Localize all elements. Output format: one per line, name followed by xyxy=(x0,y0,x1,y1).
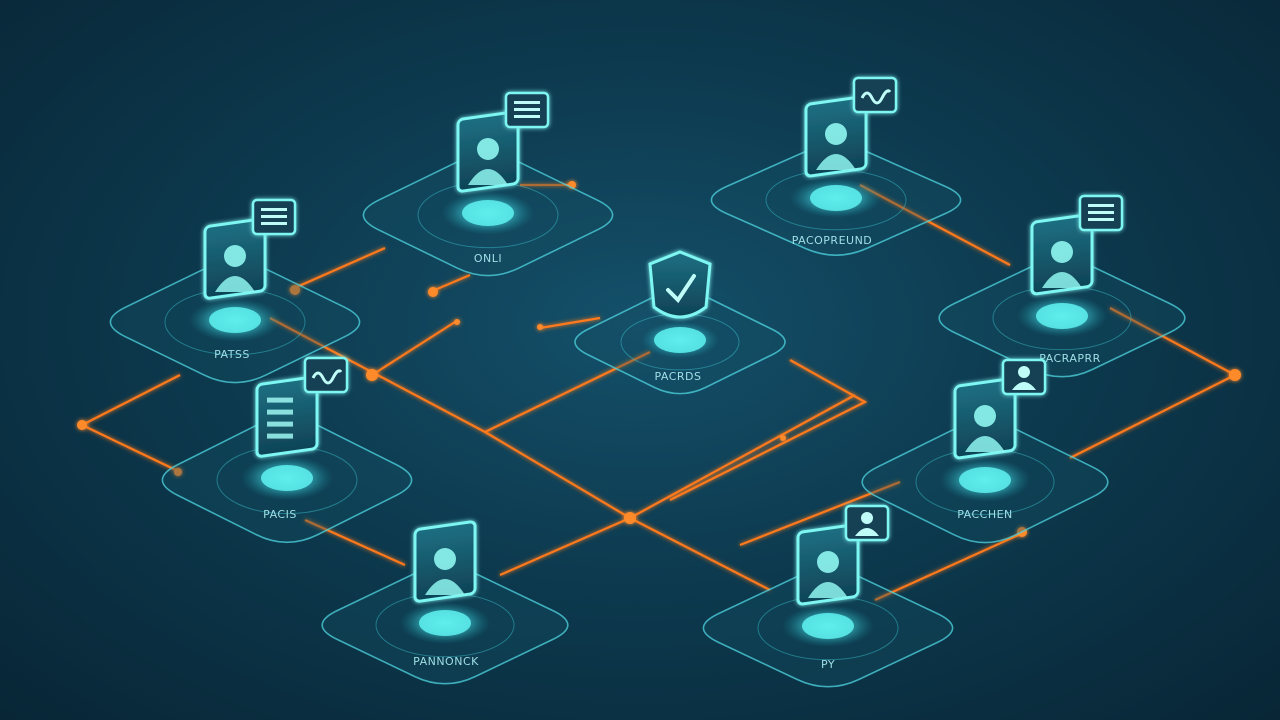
glow-puck xyxy=(810,185,862,211)
node-label: PANNONCK xyxy=(413,655,479,668)
person-screen-icon xyxy=(796,523,860,606)
network-node[interactable]: PANNONCK xyxy=(321,520,569,685)
person-screen-icon xyxy=(1030,213,1094,296)
junction-dot xyxy=(624,512,636,524)
node-label: PY xyxy=(821,658,835,671)
node-label: PACIS xyxy=(263,508,297,521)
junction-dot xyxy=(174,468,182,476)
connector-line xyxy=(539,316,601,330)
junction-dot xyxy=(1229,369,1241,381)
person-screen-icon xyxy=(804,95,868,178)
network-node[interactable]: PACIS xyxy=(161,356,413,544)
glow-puck xyxy=(419,610,471,636)
person-screen-icon xyxy=(413,520,477,603)
connector-line xyxy=(629,394,856,519)
connector-line xyxy=(81,374,181,426)
chat-bubble-people-icon xyxy=(1001,358,1047,396)
glow-puck xyxy=(654,327,706,353)
connector-line xyxy=(484,351,651,433)
person-screen-icon xyxy=(953,377,1017,460)
network-node[interactable]: PACRAPRR xyxy=(938,194,1186,378)
person-screen-icon xyxy=(203,217,267,300)
junction-dot xyxy=(366,369,378,381)
junction-dot xyxy=(454,319,460,325)
junction-dot xyxy=(780,435,786,441)
junction-dot xyxy=(290,285,300,295)
node-label: PATSS xyxy=(214,348,250,361)
connector-junctions xyxy=(77,181,1241,537)
junction-dot xyxy=(77,420,87,430)
connector-line xyxy=(499,516,631,577)
shield-icon xyxy=(648,250,712,319)
node-label: PACCHEN xyxy=(957,508,1013,521)
connector-line xyxy=(1109,307,1236,376)
connector-line xyxy=(669,359,868,501)
glow-puck xyxy=(209,307,261,333)
junction-dot xyxy=(428,287,438,297)
node-label: PACOPREUND xyxy=(792,234,873,247)
network-node[interactable]: PACCHEN xyxy=(861,358,1109,544)
glow-puck xyxy=(802,613,854,639)
chat-bubble-squiggle-icon xyxy=(303,356,349,394)
glow-puck xyxy=(462,200,514,226)
node-label: PACRDS xyxy=(654,370,701,383)
connector-line xyxy=(859,184,1011,266)
person-screen-icon xyxy=(456,110,520,193)
connector-line xyxy=(1069,374,1236,459)
connector-line xyxy=(371,321,456,376)
network-node[interactable]: PACRDS xyxy=(574,250,786,395)
chat-bubble-lines-icon xyxy=(251,198,297,236)
connector-lines xyxy=(81,183,1236,602)
connector-line xyxy=(289,246,386,292)
network-node[interactable]: PY xyxy=(702,504,954,688)
node-label: ONLI xyxy=(474,252,502,265)
chat-bubble-people-icon xyxy=(844,504,890,542)
glow-puck xyxy=(1036,303,1088,329)
network-node[interactable]: PACOPREUND xyxy=(710,76,962,256)
glow-puck xyxy=(959,467,1011,493)
glow-puck xyxy=(261,465,313,491)
chat-bubble-squiggle-icon xyxy=(852,76,898,114)
chat-bubble-lines-icon xyxy=(504,91,550,129)
connector-line xyxy=(739,480,901,547)
junction-dot xyxy=(537,324,543,330)
chat-bubble-lines-icon xyxy=(1078,194,1124,232)
connector-line xyxy=(304,518,406,567)
node-layer: ONLI PACOPREUND PATSS PACRDS PACRAPRR PACIS PA… xyxy=(109,76,1186,688)
network-node[interactable]: ONLI xyxy=(362,91,614,277)
document-screen-icon xyxy=(255,375,319,458)
network-node[interactable]: PATSS xyxy=(109,198,361,384)
node-label: PACRAPRR xyxy=(1039,352,1101,365)
connector-line xyxy=(874,530,1026,602)
connector-line xyxy=(81,424,181,473)
